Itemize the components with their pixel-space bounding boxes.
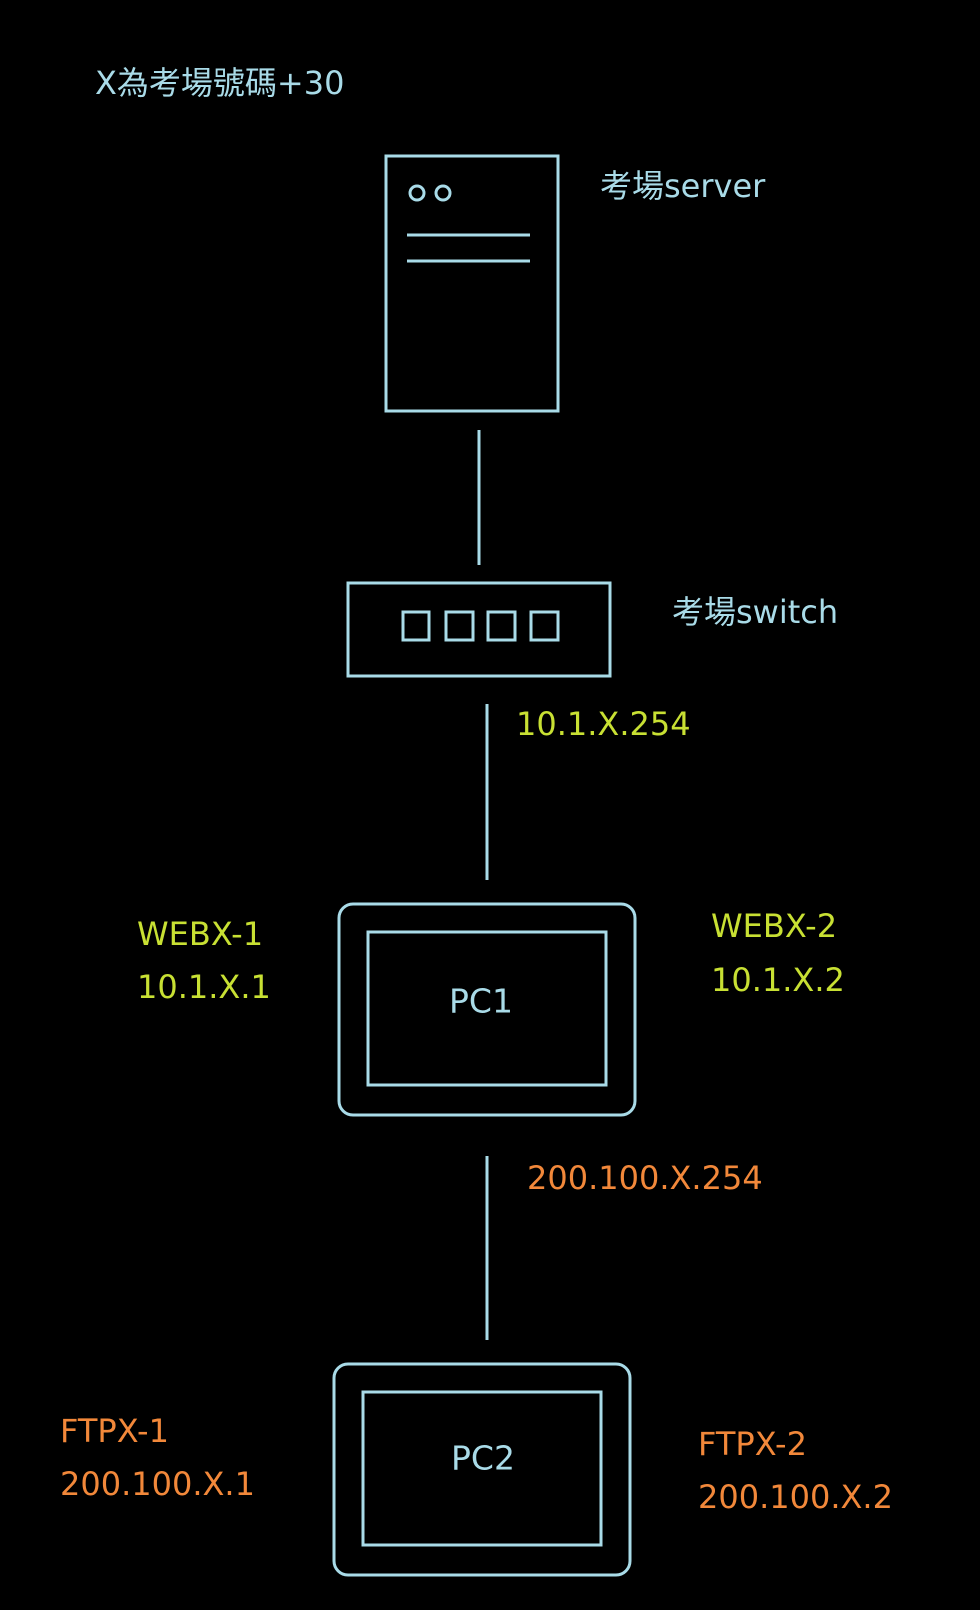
pc1-left-name: WEBX-1 [137,915,264,953]
pc2-right-name: FTPX-2 [698,1425,807,1463]
pc2-left-ip: 200.100.X.1 [60,1465,255,1503]
pc2-icon: PC2 [332,1362,632,1577]
switch-label: 考場switch [672,593,839,631]
server-icon [384,154,560,413]
note-text: X為考場號碼+30 [95,64,345,102]
pc2-left-name: FTPX-1 [60,1412,169,1450]
switch-icon [346,581,612,678]
pc1-right-name: WEBX-2 [711,907,838,945]
pc2-right-ip: 200.100.X.2 [698,1478,893,1516]
pc1-pc2-ip: 200.100.X.254 [527,1159,763,1197]
pc1-icon: PC1 [337,902,637,1117]
server-label: 考場server [600,167,766,205]
pc1-right-ip: 10.1.X.2 [711,961,845,999]
pc1-label: PC1 [449,982,513,1021]
switch-pc1-ip: 10.1.X.254 [516,705,691,743]
pc1-left-ip: 10.1.X.1 [137,968,271,1006]
pc2-label: PC2 [451,1439,515,1478]
